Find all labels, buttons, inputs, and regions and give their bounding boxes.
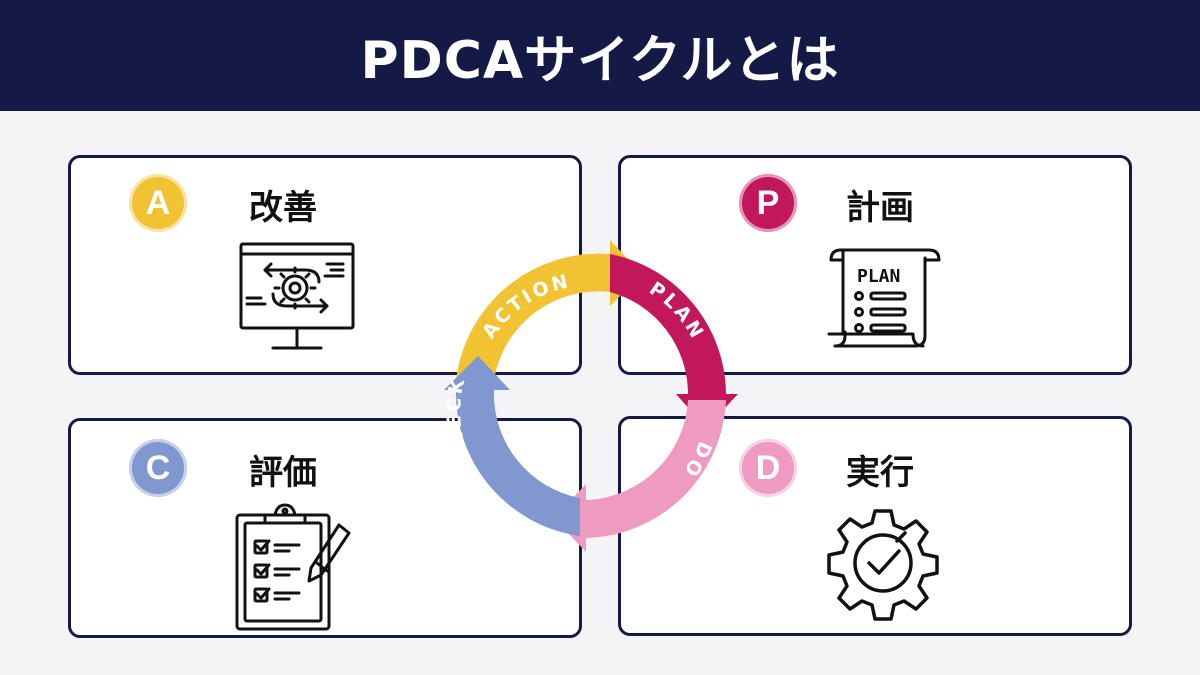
gear-checkmark-icon bbox=[827, 509, 939, 621]
card-title-check: 評価 bbox=[249, 453, 317, 493]
cycle-segment-do bbox=[554, 400, 726, 552]
card-action: A 改善 bbox=[68, 155, 582, 375]
page-title: PDCAサイクルとは bbox=[360, 31, 840, 91]
badge-check: C bbox=[129, 439, 187, 497]
svg-text:PLAN: PLAN bbox=[857, 266, 900, 287]
badge-do: D bbox=[739, 439, 797, 497]
cycle-segment-check bbox=[444, 356, 580, 536]
badge-plan: P bbox=[739, 174, 797, 232]
badge-action: A bbox=[129, 174, 187, 232]
card-title-action: 改善 bbox=[249, 188, 317, 228]
plan-scroll-checklist-icon: PLAN bbox=[827, 248, 941, 348]
cycle-segment-plan bbox=[610, 254, 738, 428]
pdca-cycle: ACTION PLAN CHECK DO bbox=[443, 240, 738, 552]
title-banner: PDCAサイクルとは bbox=[0, 0, 1200, 111]
card-title-do: 実行 bbox=[846, 453, 914, 493]
clipboard-checklist-pencil-icon bbox=[235, 503, 351, 631]
cycle-segment-action bbox=[456, 240, 642, 380]
presentation-board-gear-icon bbox=[239, 242, 355, 350]
card-title-plan: 計画 bbox=[846, 188, 914, 228]
